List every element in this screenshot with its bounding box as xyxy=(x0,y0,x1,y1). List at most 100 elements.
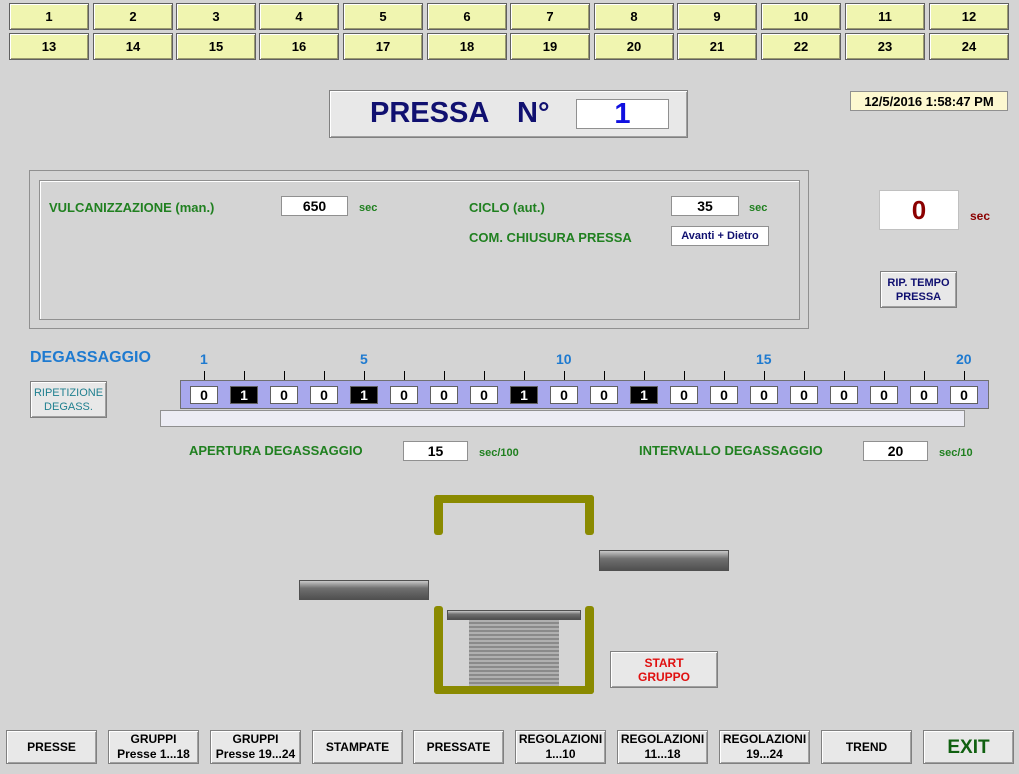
degassing-cell-15[interactable]: 0 xyxy=(750,386,778,404)
press-button-13[interactable]: 13 xyxy=(9,33,89,60)
vulcanization-input[interactable]: 650 xyxy=(281,196,348,216)
cycle-unit: sec xyxy=(749,202,768,214)
upper-mold-top xyxy=(434,495,594,503)
press-button-3[interactable]: 3 xyxy=(176,3,256,30)
nav-exit-button[interactable]: EXIT xyxy=(923,730,1014,764)
degassing-cell-17[interactable]: 0 xyxy=(830,386,858,404)
degassing-cell-10[interactable]: 0 xyxy=(550,386,578,404)
page-title: PRESSA xyxy=(370,97,490,129)
press-button-10[interactable]: 10 xyxy=(761,3,841,30)
scale-tick xyxy=(364,371,365,380)
cycle-input[interactable]: 35 xyxy=(671,196,739,216)
vulcanization-label: VULCANIZZAZIONE (man.) xyxy=(49,200,215,215)
nav-pressate-button[interactable]: PRESSATE xyxy=(413,730,504,764)
closing-command-select[interactable]: Avanti + Dietro xyxy=(671,226,769,246)
nav-trend-button[interactable]: TREND xyxy=(821,730,912,764)
nav-regolazioni-1-10-button[interactable]: REGOLAZIONI 1...10 xyxy=(515,730,606,764)
press-button-18[interactable]: 18 xyxy=(427,33,507,60)
press-button-12[interactable]: 12 xyxy=(929,3,1009,30)
upper-mold-right xyxy=(585,495,594,535)
degassing-title: DEGASSAGGIO xyxy=(30,349,151,366)
degassing-cell-4[interactable]: 0 xyxy=(310,386,338,404)
press-number-field[interactable]: 1 xyxy=(576,98,669,130)
degassing-interval-input[interactable]: 20 xyxy=(863,441,928,461)
press-button-6[interactable]: 6 xyxy=(427,3,507,30)
degassing-interval-label: INTERVALLO DEGASSAGGIO xyxy=(639,443,823,458)
degassing-sequence-bar xyxy=(180,380,989,409)
nav-presse-button[interactable]: PRESSE xyxy=(6,730,97,764)
press-button-21[interactable]: 21 xyxy=(677,33,757,60)
press-button-22[interactable]: 22 xyxy=(761,33,841,60)
press-button-4[interactable]: 4 xyxy=(259,3,339,30)
scale-tick xyxy=(884,371,885,380)
degassing-opening-input[interactable]: 15 xyxy=(403,441,468,461)
scale-tick xyxy=(924,371,925,380)
piston xyxy=(469,620,559,686)
degassing-cell-11[interactable]: 0 xyxy=(590,386,618,404)
degassing-cell-20[interactable]: 0 xyxy=(950,386,978,404)
start-group-button[interactable]: START GRUPPO xyxy=(610,651,718,688)
degassing-cell-19[interactable]: 0 xyxy=(910,386,938,404)
closing-command-label: COM. CHIUSURA PRESSA xyxy=(469,230,632,245)
press-button-2[interactable]: 2 xyxy=(93,3,173,30)
press-button-14[interactable]: 14 xyxy=(93,33,173,60)
scale-tick xyxy=(684,371,685,380)
press-button-15[interactable]: 15 xyxy=(176,33,256,60)
scale-tick xyxy=(204,371,205,380)
scale-tick xyxy=(724,371,725,380)
degassing-cell-1[interactable]: 0 xyxy=(190,386,218,404)
degassing-cell-18[interactable]: 0 xyxy=(870,386,898,404)
press-button-5[interactable]: 5 xyxy=(343,3,423,30)
degassing-cell-2[interactable]: 1 xyxy=(230,386,258,404)
nav-gruppi-1-18-button[interactable]: GRUPPI Presse 1...18 xyxy=(108,730,199,764)
degassing-cell-16[interactable]: 0 xyxy=(790,386,818,404)
degassing-cell-9[interactable]: 1 xyxy=(510,386,538,404)
right-rail xyxy=(599,550,729,571)
scale-tick xyxy=(564,371,565,380)
press-button-17[interactable]: 17 xyxy=(343,33,423,60)
degassing-opening-label: APERTURA DEGASSAGGIO xyxy=(189,443,363,458)
repeat-press-time-button[interactable]: RIP. TEMPO PRESSA xyxy=(880,271,957,308)
degassing-cell-6[interactable]: 0 xyxy=(390,386,418,404)
press-button-1[interactable]: 1 xyxy=(9,3,89,30)
scale-label: 15 xyxy=(756,351,772,367)
press-button-16[interactable]: 16 xyxy=(259,33,339,60)
scale-tick xyxy=(404,371,405,380)
nav-gruppi-19-24-button[interactable]: GRUPPI Presse 19...24 xyxy=(210,730,301,764)
degassing-cell-13[interactable]: 0 xyxy=(670,386,698,404)
lower-plate xyxy=(447,610,581,620)
degassing-cell-14[interactable]: 0 xyxy=(710,386,738,404)
nav-regolazioni-11-18-button[interactable]: REGOLAZIONI 11...18 xyxy=(617,730,708,764)
lower-mold-left xyxy=(434,606,443,694)
nav-stampate-button[interactable]: STAMPATE xyxy=(312,730,403,764)
press-button-20[interactable]: 20 xyxy=(594,33,674,60)
scale-label: 10 xyxy=(556,351,572,367)
press-button-8[interactable]: 8 xyxy=(594,3,674,30)
scale-tick xyxy=(964,371,965,380)
degassing-cell-5[interactable]: 1 xyxy=(350,386,378,404)
scale-tick xyxy=(804,371,805,380)
params-panel-inner xyxy=(39,180,800,320)
press-button-24[interactable]: 24 xyxy=(929,33,1009,60)
press-button-19[interactable]: 19 xyxy=(510,33,590,60)
degassing-interval-unit: sec/10 xyxy=(939,447,973,459)
lower-mold-bottom xyxy=(434,686,594,694)
press-button-11[interactable]: 11 xyxy=(845,3,925,30)
nav-regolazioni-19-24-button[interactable]: REGOLAZIONI 19...24 xyxy=(719,730,810,764)
scale-tick xyxy=(324,371,325,380)
scale-tick xyxy=(524,371,525,380)
scale-tick xyxy=(444,371,445,380)
degassing-cell-12[interactable]: 1 xyxy=(630,386,658,404)
vulcanization-unit: sec xyxy=(359,202,378,214)
scale-label: 5 xyxy=(360,351,368,367)
scale-tick xyxy=(284,371,285,380)
timer-unit: sec xyxy=(970,209,991,223)
degassing-cell-3[interactable]: 0 xyxy=(270,386,298,404)
press-button-9[interactable]: 9 xyxy=(677,3,757,30)
press-button-7[interactable]: 7 xyxy=(510,3,590,30)
press-button-23[interactable]: 23 xyxy=(845,33,925,60)
repeat-degassing-button[interactable]: RIPETIZIONE DEGASS. xyxy=(30,381,107,418)
degassing-progress-bar xyxy=(160,410,965,427)
degassing-cell-8[interactable]: 0 xyxy=(470,386,498,404)
degassing-cell-7[interactable]: 0 xyxy=(430,386,458,404)
